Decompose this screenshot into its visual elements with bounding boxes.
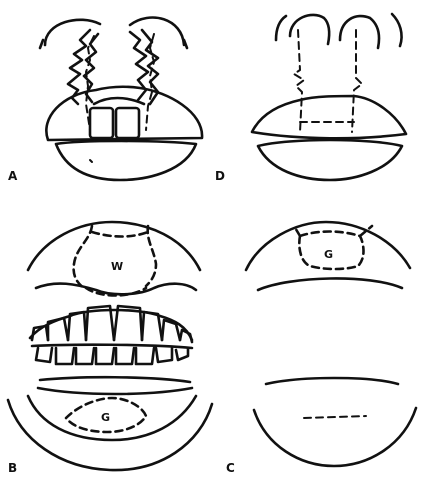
panel-d: D (215, 14, 406, 183)
panel-b-lower-lip-upper-contour (38, 388, 192, 394)
panel-a-left-nostril-tail (40, 40, 43, 48)
panel-c: G C (226, 222, 416, 475)
panel-b-label: B (8, 461, 17, 475)
panel-b-lower-tooth-2 (56, 348, 74, 364)
panel-a-lower-lip (56, 141, 196, 180)
panel-b-lower-tooth-6 (136, 348, 154, 364)
panel-d-right-nostril-arc (340, 16, 379, 48)
panel-b-lower-tooth-1 (36, 348, 52, 362)
panel-d-upper-lip (252, 96, 406, 138)
panel-c-lower-lip-top (266, 378, 398, 384)
panel-a-prolabium-curve (94, 98, 144, 104)
panel-c-lower-lip-scar (304, 416, 366, 418)
panel-c-graft-label: G (324, 248, 333, 261)
panel-d-label: D (215, 169, 225, 183)
panel-a-upper-lip (46, 87, 202, 140)
panel-b-upper-lip-underside (36, 284, 196, 295)
panel-b-w-flap-label: W (111, 260, 123, 273)
panel-b-lower-tooth-5 (116, 348, 134, 364)
panel-b-upper-tooth-right-1 (142, 312, 162, 340)
panel-d-right-incision (352, 30, 362, 132)
panel-b-lower-lip-top (40, 377, 190, 382)
panel-b-lower-tooth-7 (156, 348, 172, 362)
panel-c-upper-lip-arch (246, 222, 410, 270)
panel-b-lower-tooth-8 (176, 348, 188, 360)
panel-b-w-flap-left-border (74, 226, 92, 288)
panel-b-lower-tooth-3 (76, 348, 94, 364)
panel-b-upper-tooth-left-3 (32, 326, 48, 340)
panel-a-right-incisor (116, 108, 139, 138)
panel-b-lower-tooth-4 (96, 348, 114, 364)
panel-a-label: A (8, 169, 18, 183)
panel-a-right-nostril-tail (184, 40, 187, 48)
panel-a-chin-line (90, 160, 92, 162)
panel-d-lower-lip (258, 140, 402, 180)
panel-b-upper-tooth-left-1 (68, 312, 86, 340)
panel-b: W G B (8, 222, 212, 475)
panel-c-upper-lip-underside (258, 278, 402, 290)
panel-a: A (8, 18, 202, 183)
panel-b-upper-tooth-right-3 (180, 330, 192, 342)
panel-b-graft-label: G (101, 411, 110, 424)
panel-b-w-flap-top-border (92, 232, 148, 237)
panel-b-lower-lip-outer-contour (28, 396, 196, 440)
panel-d-left-nostril-left-stroke (276, 16, 286, 40)
panel-b-w-flap-right-border (146, 226, 156, 286)
panel-a-left-incisor (90, 108, 113, 138)
panel-d-left-incision (294, 30, 304, 132)
panel-c-label: C (226, 461, 235, 475)
panel-d-right-nostril-right-stroke (392, 14, 402, 46)
panel-d-left-nostril-arc (290, 15, 329, 44)
